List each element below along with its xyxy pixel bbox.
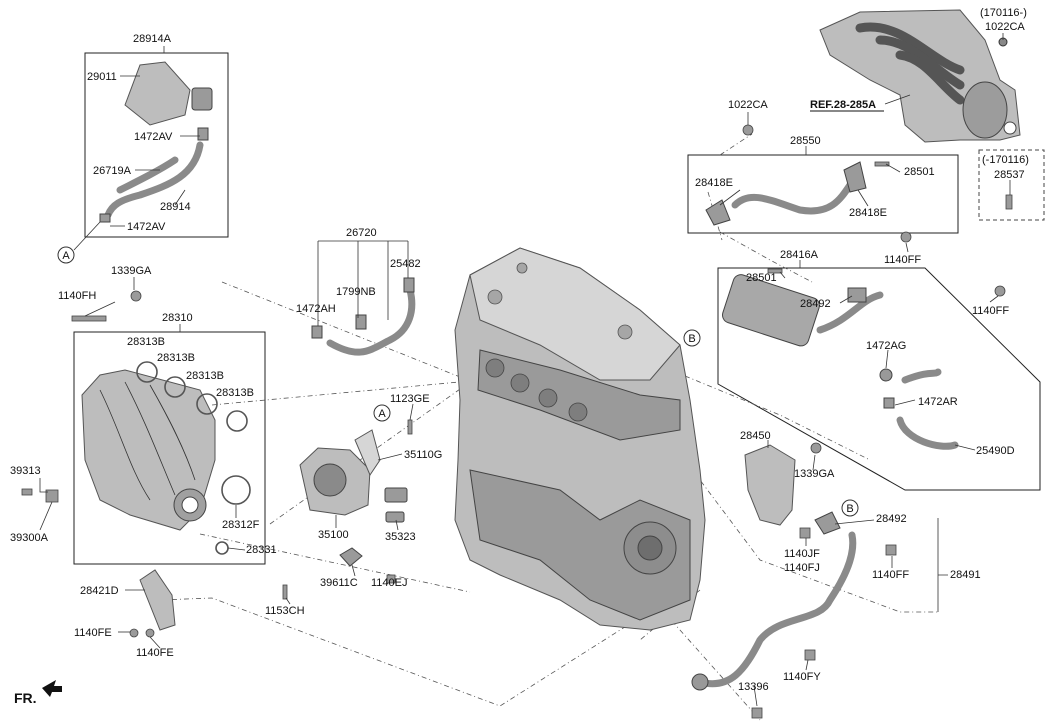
label-1140FH: 1140FH bbox=[58, 290, 96, 302]
label-1123GE: 1123GE bbox=[390, 393, 430, 405]
svg-text:B: B bbox=[688, 333, 695, 345]
marker-B-pipe: B bbox=[841, 499, 859, 517]
hose-26720 bbox=[311, 277, 416, 356]
gaskets bbox=[136, 361, 251, 555]
bolts bbox=[21, 124, 1013, 719]
label-ref-28-285A: REF.28-285A bbox=[810, 99, 876, 111]
label-1339GA-right: 1339GA bbox=[794, 468, 835, 480]
front-label: FR. bbox=[14, 690, 37, 706]
throttle-body bbox=[299, 429, 408, 567]
svg-text:A: A bbox=[378, 408, 386, 420]
label-28501-mid: 28501 bbox=[746, 272, 777, 284]
label-1339GA-left: 1339GA bbox=[111, 265, 152, 277]
label-26720: 26720 bbox=[346, 227, 377, 239]
label-28492-bottom: 28492 bbox=[876, 513, 907, 525]
label-1140FF-top: 1140FF bbox=[884, 254, 921, 266]
label-28416A: 28416A bbox=[780, 249, 819, 261]
label-1153CH: 1153CH bbox=[265, 605, 305, 617]
marker-A-left: A bbox=[57, 246, 75, 264]
label-1022CA-mid: 1022CA bbox=[728, 99, 768, 111]
label-28421D: 28421D bbox=[80, 585, 119, 597]
marker-A-center: A bbox=[373, 404, 391, 422]
exhaust-manifold bbox=[819, 9, 1021, 143]
egr-pipe-28491 bbox=[691, 531, 857, 691]
label-1140FE-2: 1140FE bbox=[136, 647, 174, 659]
bracket-28421D bbox=[139, 569, 176, 631]
front-arrow-icon bbox=[42, 680, 62, 697]
label-39313: 39313 bbox=[10, 465, 41, 477]
label-1022CA-top: 1022CA bbox=[985, 21, 1025, 33]
label-28331: 28331 bbox=[246, 544, 277, 556]
label-28450: 28450 bbox=[740, 430, 771, 442]
label-1472AV-top: 1472AV bbox=[134, 131, 173, 143]
label-35110G: 35110G bbox=[404, 449, 442, 461]
svg-text:A: A bbox=[62, 250, 70, 262]
label-28312F: 28312F bbox=[222, 519, 260, 531]
marker-B-egr: B bbox=[683, 329, 701, 347]
label-28914: 28914 bbox=[160, 201, 191, 213]
label-28313B-3: 28313B bbox=[186, 370, 224, 382]
label-1472AV-bottom: 1472AV bbox=[127, 221, 166, 233]
label-1799NB: 1799NB bbox=[336, 286, 376, 298]
label-1472AR: 1472AR bbox=[918, 396, 958, 408]
label-35100: 35100 bbox=[318, 529, 349, 541]
label-28550: 28550 bbox=[790, 135, 821, 147]
label-1140FY: 1140FY bbox=[783, 671, 821, 683]
label-1140FE-1: 1140FE bbox=[74, 627, 112, 639]
label-1140FJ: 1140FJ bbox=[784, 562, 820, 574]
label-28914A: 28914A bbox=[133, 33, 172, 45]
egr-pipe-28550 bbox=[705, 161, 867, 226]
intake-manifold bbox=[81, 369, 216, 531]
label-26719A: 26719A bbox=[93, 165, 132, 177]
intake-manifold-box bbox=[73, 331, 266, 565]
hose-assembly bbox=[99, 61, 213, 223]
label-1140JF: 1140JF bbox=[784, 548, 820, 560]
label-1472AG: 1472AG bbox=[866, 340, 906, 352]
part-labels: 28914A 29011 1472AV 26719A 28914 1472AV … bbox=[10, 7, 1029, 693]
label-39300A: 39300A bbox=[10, 532, 49, 544]
bolt-box-170116 bbox=[978, 149, 1045, 221]
label-1140EJ: 1140EJ bbox=[371, 577, 408, 589]
label-28313B-1: 28313B bbox=[127, 336, 165, 348]
label-28537: 28537 bbox=[994, 169, 1025, 181]
label-1472AH: 1472AH bbox=[296, 303, 336, 315]
label-170116-from: (170116-) bbox=[980, 7, 1027, 19]
label-13396: 13396 bbox=[738, 681, 769, 693]
label-170116-until: (-170116) bbox=[982, 154, 1029, 166]
label-28501-top: 28501 bbox=[904, 166, 935, 178]
label-28310: 28310 bbox=[162, 312, 193, 324]
label-29011: 29011 bbox=[87, 71, 117, 83]
label-28491: 28491 bbox=[950, 569, 981, 581]
svg-text:B: B bbox=[846, 503, 853, 515]
label-25490D: 25490D bbox=[976, 445, 1015, 457]
hose-assembly-box bbox=[84, 52, 229, 238]
label-1140FF-bottom: 1140FF bbox=[872, 569, 909, 581]
egr-valve bbox=[744, 444, 841, 535]
label-39611C: 39611C bbox=[320, 577, 358, 589]
label-35323: 35323 bbox=[385, 531, 416, 543]
egr-cooler bbox=[722, 274, 959, 450]
label-28418E-left: 28418E bbox=[695, 177, 733, 189]
egr-pipe-box bbox=[687, 154, 959, 234]
label-28418E-right: 28418E bbox=[849, 207, 887, 219]
egr-cooler-box bbox=[717, 267, 1041, 491]
label-28313B-2: 28313B bbox=[157, 352, 195, 364]
label-1140FF-right: 1140FF bbox=[972, 305, 1009, 317]
engine-block bbox=[454, 247, 706, 631]
label-28313B-4: 28313B bbox=[216, 387, 254, 399]
label-25482: 25482 bbox=[390, 258, 421, 270]
leader-lines bbox=[39, 33, 1011, 707]
label-28492-top: 28492 bbox=[800, 298, 831, 310]
front-direction-indicator: FR. bbox=[14, 680, 62, 706]
